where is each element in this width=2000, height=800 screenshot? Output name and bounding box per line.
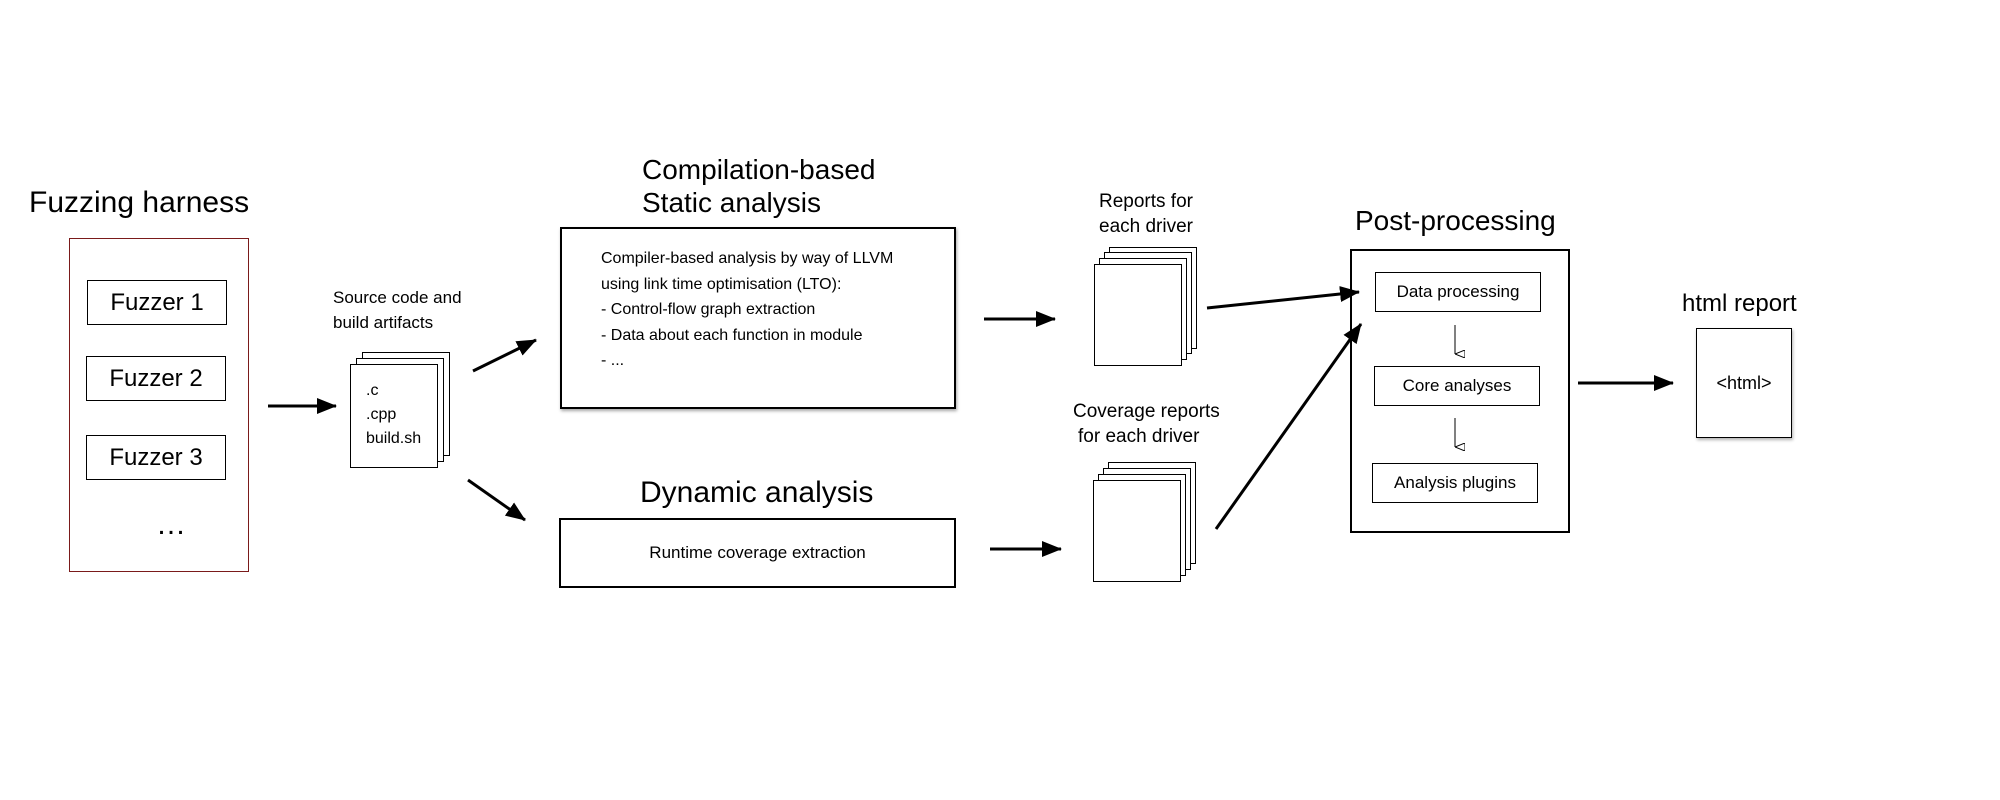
source-file-item: build.sh [366, 430, 422, 447]
source-caption-line1: Source code and [333, 288, 462, 307]
html-report-title: html report [1682, 290, 1797, 317]
post-processing-title: Post-processing [1355, 205, 1556, 236]
fuzzer-1-box: Fuzzer 1 [87, 280, 227, 325]
dynamic-analysis-box: Runtime coverage extraction [559, 518, 956, 588]
static-analysis-box [560, 227, 956, 409]
source-file-item: .cpp [366, 406, 397, 423]
data-processing-box: Data processing [1375, 272, 1541, 312]
harness-title: Fuzzing harness [29, 186, 250, 219]
static-analysis-line: Compiler-based analysis by way of LLVM [601, 250, 894, 267]
source-caption-line2: build artifacts [333, 313, 434, 332]
source-file-page-front [350, 364, 438, 468]
static-report-page-front [1094, 264, 1182, 366]
coverage-reports-caption-line2: for each driver [1078, 426, 1200, 447]
arrow-source-to-static [472, 338, 537, 373]
static-analysis-line: - Data about each function in module [601, 326, 863, 344]
source-file-item: .c [366, 382, 379, 399]
more-fuzzers-ellipsis: … [156, 508, 186, 541]
html-report-page: <html> [1696, 328, 1792, 438]
fuzzer-3-box: Fuzzer 3 [86, 435, 226, 480]
analysis-plugins-box: Analysis plugins [1372, 463, 1538, 503]
coverage-report-page-front [1093, 480, 1181, 582]
static-analysis-line: - ... [601, 352, 625, 369]
static-analysis-title-line2: Static analysis [642, 187, 821, 218]
static-reports-caption-line1: Reports for [1099, 191, 1193, 212]
core-analyses-box: Core analyses [1374, 366, 1540, 406]
static-analysis-title-line1: Compilation-based [642, 154, 876, 185]
coverage-reports-caption-line1: Coverage reports [1073, 401, 1220, 422]
static-analysis-line: - Control-flow graph extraction [601, 301, 816, 318]
arrow-source-to-dynamic [467, 478, 526, 522]
static-reports-caption-line2: each driver [1099, 216, 1193, 237]
source-file-list: .c .cpp build.sh [366, 379, 421, 451]
fuzzer-2-box: Fuzzer 2 [86, 356, 226, 401]
arrow-reports-to-post [1206, 286, 1360, 310]
dynamic-analysis-title: Dynamic analysis [640, 476, 874, 509]
static-analysis-description: Compiler-based analysis by way of LLVM u… [601, 246, 893, 374]
static-analysis-line: using link time optimisation (LTO): [601, 275, 842, 293]
arrow-coverage-to-post [1214, 323, 1363, 530]
